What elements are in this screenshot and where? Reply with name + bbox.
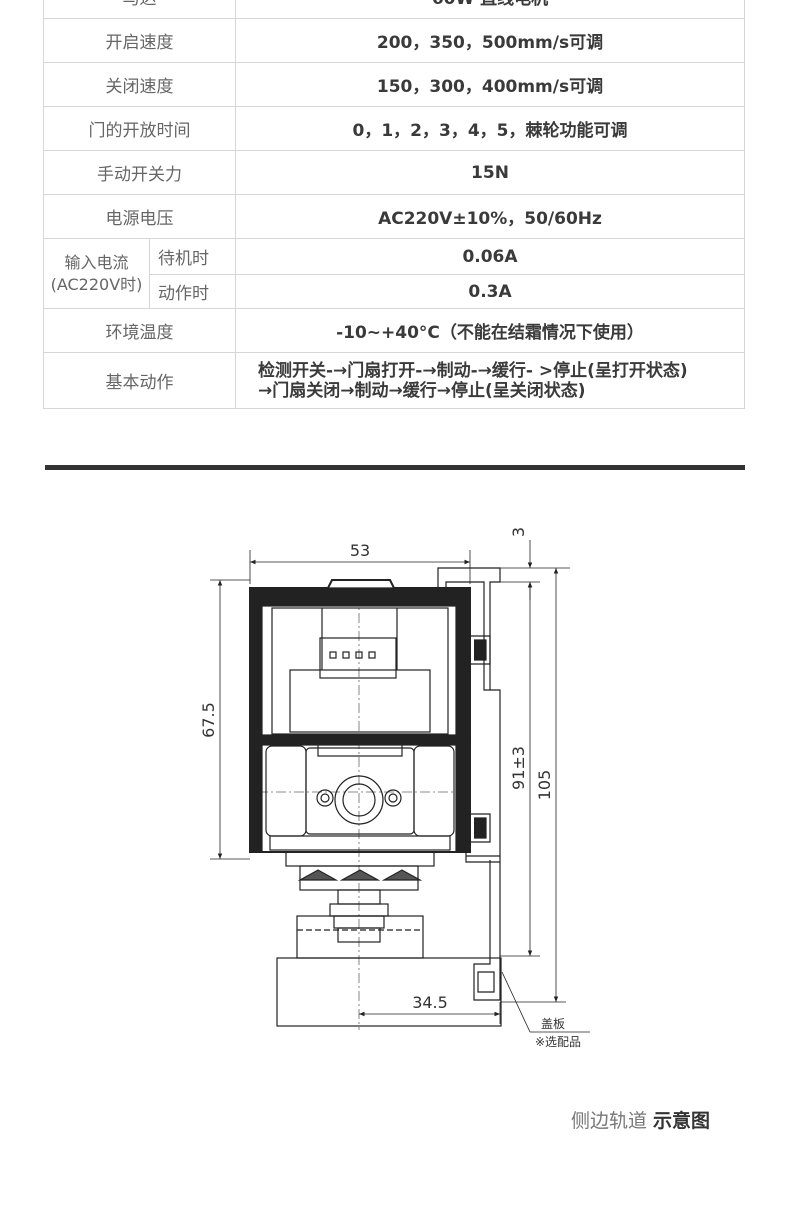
table-row: 门的开放时间 0，1，2，3，4，5，棘轮功能可调	[43, 106, 745, 151]
row-label: 环境温度	[43, 308, 236, 353]
caption-light: 侧边轨道	[570, 1110, 647, 1132]
hanger-assembly	[276, 865, 502, 1027]
table-row: 关闭速度 150，300，400mm/s可调	[43, 62, 745, 107]
table-row: 开启速度 200，350，500mm/s可调	[43, 18, 745, 63]
standby-value: 0.06A	[235, 238, 745, 275]
caption-bold: 示意图	[652, 1110, 710, 1132]
table-row: 基本动作 检测开关-→门扇打开-→制动-→缓行- >停止(呈打开状态) →门扇关…	[43, 352, 745, 409]
current-label-line1: 输入电流	[64, 252, 129, 272]
action-line-2: →门扇关闭→制动→缓行→停止(呈关闭状态)	[258, 380, 586, 401]
cover-note: 盖板	[541, 1017, 565, 1031]
row-value: -10~+40°C（不能在结霜情况下使用）	[235, 308, 745, 353]
dim-gap-label: 3	[509, 527, 528, 537]
optional-note: ※选配品	[535, 1035, 581, 1049]
side-track-profile	[437, 567, 501, 1001]
row-value: AC220V±10%，50/60Hz	[235, 194, 745, 239]
row-label: 手动开关力	[43, 150, 236, 195]
running-label: 动作时	[149, 274, 236, 309]
row-value: 150，300，400mm/s可调	[235, 62, 745, 107]
dim-height-left	[210, 579, 250, 860]
current-label: 输入电流 (AC220V时)	[43, 238, 150, 309]
action-line-1: 检测开关-→门扇打开-→制动-→缓行- >停止(呈打开状态)	[258, 360, 688, 381]
dim-height-total	[500, 568, 566, 1003]
row-label: 关闭速度	[43, 62, 236, 107]
row-label: 基本动作	[43, 352, 236, 409]
table-row: 手动开关力 15N	[43, 150, 745, 195]
side-track-diagram: 53 3 67.5 91±3 105 34.5 盖板 ※选配品	[199, 527, 590, 1049]
row-value: 15N	[235, 150, 745, 195]
cover-leader	[501, 971, 590, 1033]
table-row: 环境温度 -10~+40°C（不能在结霜情况下使用）	[43, 308, 745, 353]
table-row: 马达 60W 直线电机	[43, 0, 745, 19]
standby-label: 待机时	[149, 238, 236, 275]
dim-bottom-offset	[359, 1002, 501, 1024]
table-row: 输入电流 (AC220V时) 待机时 0.06A	[43, 238, 745, 309]
spec-table: 马达 60W 直线电机 开启速度 200，350，500mm/s可调 关闭速度 …	[43, 0, 745, 409]
section-divider	[45, 465, 745, 470]
dim-height-left-label: 67.5	[199, 702, 218, 738]
dim-gap	[500, 540, 570, 600]
operator-housing	[249, 579, 471, 867]
row-value: 检测开关-→门扇打开-→制动-→缓行- >停止(呈打开状态) →门扇关闭→制动→…	[235, 352, 745, 409]
diagram-caption: 侧边轨道示意图	[571, 1106, 710, 1133]
center-lines	[258, 595, 470, 1030]
dim-width	[249, 550, 471, 584]
table-row: 电源电压 AC220V±10%，50/60Hz	[43, 194, 745, 239]
dim-width-label: 53	[350, 541, 370, 560]
table-row: 动作时 0.3A	[44, 274, 745, 309]
row-label: 马达	[43, 0, 236, 19]
row-label: 门的开放时间	[43, 106, 236, 151]
row-value: 200，350，500mm/s可调	[235, 18, 745, 63]
dim-height-inner-label: 91±3	[509, 746, 528, 790]
dim-height-inner	[500, 582, 540, 957]
row-label: 电源电压	[43, 194, 236, 239]
row-value: 60W 直线电机	[235, 0, 745, 19]
current-label-line2: (AC220V时)	[50, 274, 143, 294]
dim-bottom-offset-label: 34.5	[412, 993, 448, 1012]
dim-height-total-label: 105	[535, 770, 554, 801]
running-value: 0.3A	[235, 274, 745, 309]
row-label: 开启速度	[43, 18, 236, 63]
row-value: 0，1，2，3，4，5，棘轮功能可调	[235, 106, 745, 151]
